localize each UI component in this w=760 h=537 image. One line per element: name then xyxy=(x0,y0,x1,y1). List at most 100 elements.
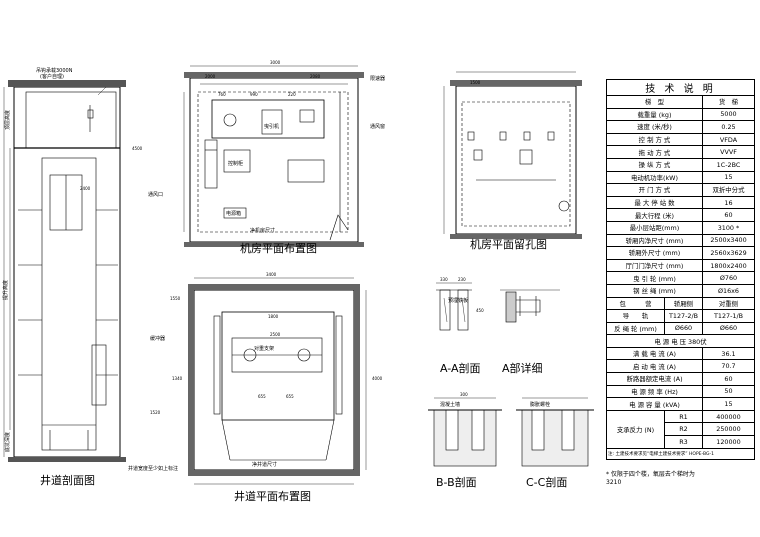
spec-label: 导 轨 xyxy=(606,309,665,323)
table-row: 速度 (米/秒)0.25 xyxy=(606,120,755,134)
dimension-label: 3400 xyxy=(266,272,277,277)
spec-label: 最 大 停 站 数 xyxy=(606,195,703,210)
spec-table: 技 术 说 明 梯 型货 梯 载重量 (kg)5000 速度 (米/秒)0.25… xyxy=(606,79,755,460)
dimension-label: 655 xyxy=(258,394,266,399)
spec-value: Ø660 xyxy=(702,321,755,336)
machine-room-holes-view xyxy=(443,71,582,239)
spec-value: 2560x3629 xyxy=(702,246,755,260)
spec-value: 1C-2BC xyxy=(702,157,755,172)
spec-label: 电动机功率(kW) xyxy=(606,170,703,185)
spec-label: 电 源 容 量 (kVA) xyxy=(606,397,703,411)
dimension-label: 655 xyxy=(286,394,294,399)
spec-value: Ø660 xyxy=(664,321,703,336)
spec-label: 载重量 (kg) xyxy=(606,107,703,122)
pit-depth-label: 底坑深度 xyxy=(4,432,11,452)
section-aa-title: A-A剖面 xyxy=(440,361,481,375)
spec-value: 0.25 xyxy=(702,120,755,134)
footnote: * 仅限于四个楼，氧层去个梯时为 3210 xyxy=(606,471,756,487)
spec-value: 70.7 xyxy=(702,359,755,374)
spec-value: 3100 * xyxy=(702,220,755,235)
spec-label: 操 纵 方 式 xyxy=(606,157,703,172)
ventilation-label: 通风口 xyxy=(148,191,163,198)
spec-value: T127-1/B xyxy=(702,309,755,323)
spec-note: 注: 土建技术要求见“电梯土建技术要求” HOPE-BG-1 xyxy=(606,447,755,460)
speed-governor-label: 限速器 xyxy=(370,75,385,82)
spec-value: 36.1 xyxy=(702,346,755,361)
spec-label: 梯 型 xyxy=(606,95,703,109)
section-bb-title: B-B剖面 xyxy=(436,475,477,489)
dimension-label: 2400 xyxy=(80,186,91,191)
shaft-section-title: 井道剖面图 xyxy=(40,473,95,487)
spec-value: VFDA xyxy=(702,132,755,147)
star-mark: * xyxy=(736,223,740,232)
reaction-key: R1 xyxy=(664,409,703,424)
spec-value: 15 xyxy=(702,397,755,411)
control-cabinet-label: 控制柜 xyxy=(228,160,243,167)
spec-label: 电 源 频 率 (Hz) xyxy=(606,384,703,399)
dimension-label: 220 xyxy=(288,92,296,97)
spec-value: Ø760 xyxy=(702,271,755,285)
hook-load-label: 吊钩承载3000N xyxy=(36,67,73,74)
spec-value: 60 xyxy=(702,372,755,386)
dimension-label: 450 xyxy=(476,308,484,313)
dimension-label: 990 xyxy=(250,92,258,97)
dimension-label: 4000 xyxy=(372,376,383,381)
dimension-label: 4500 xyxy=(132,146,143,151)
table-row: 满 载 电 流 (A)36.1 xyxy=(606,346,755,361)
dimension-label: 2080 xyxy=(310,74,321,79)
shaft-plan-view xyxy=(188,277,367,485)
spec-label: 最小层站距(mm) xyxy=(606,220,703,235)
table-row: 最小层站距(mm)3100 * xyxy=(606,220,755,235)
spec-label: 反 绳 轮 (mm) xyxy=(606,321,665,336)
spec-value: T127-2/B xyxy=(664,309,703,323)
spec-label: 最大行程 (米) xyxy=(606,208,703,222)
table-row: 注: 土建技术要求见“电梯土建技术要求” HOPE-BG-1 xyxy=(606,447,755,460)
table-row: 电 源 容 量 (kVA)15 xyxy=(606,397,755,411)
table-row: 最大行程 (米)60 xyxy=(606,208,755,222)
buffer-label: 缓冲器 xyxy=(150,335,165,342)
spec-label: 满 载 电 流 (A) xyxy=(606,346,703,361)
section-cc-title: C-C剖面 xyxy=(526,475,567,489)
spec-value: 1800x2400 xyxy=(702,258,755,273)
spec-value: 双折中分式 xyxy=(702,183,755,197)
spec-label: 厅门门净尺寸 (mm) xyxy=(606,258,703,273)
spec-label: 钢 丝 绳 (mm) xyxy=(606,283,703,298)
machine-room-holes-title: 机房平面留孔图 xyxy=(470,237,547,251)
spec-value: 15 xyxy=(702,170,755,185)
anchor-note-label: 膨胀螺栓 xyxy=(530,401,550,408)
spec-label: 拖 动 方 式 xyxy=(606,145,703,159)
shaft-section-view xyxy=(3,80,126,462)
shaft-plan-title: 井道平面布置图 xyxy=(234,489,311,503)
dimension-label: 1520 xyxy=(150,410,161,415)
embedded-plate-label: 预埋铁板 xyxy=(448,297,468,304)
table-row: 载重量 (kg)5000 xyxy=(606,107,755,122)
spec-value: 轿厢侧 xyxy=(664,296,703,311)
table-row: 轿厢内净尺寸 (mm)2500x3400 xyxy=(606,233,755,248)
table-row: 电动机功率(kW)15 xyxy=(606,170,755,185)
machine-room-layout-view xyxy=(183,65,364,247)
dimension-label: 330 xyxy=(440,277,448,282)
section-cc-view xyxy=(516,397,594,467)
spec-value: 50 xyxy=(702,384,755,399)
dimension-label: 300 xyxy=(460,392,468,397)
table-row: 钢 丝 绳 (mm)Ø16x6 xyxy=(606,283,755,298)
table-row: 电 源 电 压 380伏 xyxy=(606,334,755,348)
section-aa-view xyxy=(436,282,472,331)
machine-room-layout-title: 机房平面布置图 xyxy=(240,241,317,255)
vent-window-label: 通风窗 xyxy=(370,123,385,130)
spec-label: 启 动 电 流 (A) xyxy=(606,359,703,374)
reaction-value: 250000 xyxy=(702,422,755,437)
dimension-label: 2000 xyxy=(205,74,216,79)
spec-rows: 梯 型货 梯 载重量 (kg)5000 速度 (米/秒)0.25 控 制 方 式… xyxy=(606,95,755,460)
detail-a-title: A部详细 xyxy=(502,361,543,375)
section-bb-view xyxy=(428,397,502,467)
reaction-key: R2 xyxy=(664,422,703,437)
power-box-label: 电源箱 xyxy=(226,210,241,217)
dimension-label: 2500 xyxy=(270,332,281,337)
reaction-key: R3 xyxy=(664,435,703,449)
spec-value: Ø16x6 xyxy=(702,283,755,298)
spec-label: 包 营 xyxy=(606,296,665,311)
